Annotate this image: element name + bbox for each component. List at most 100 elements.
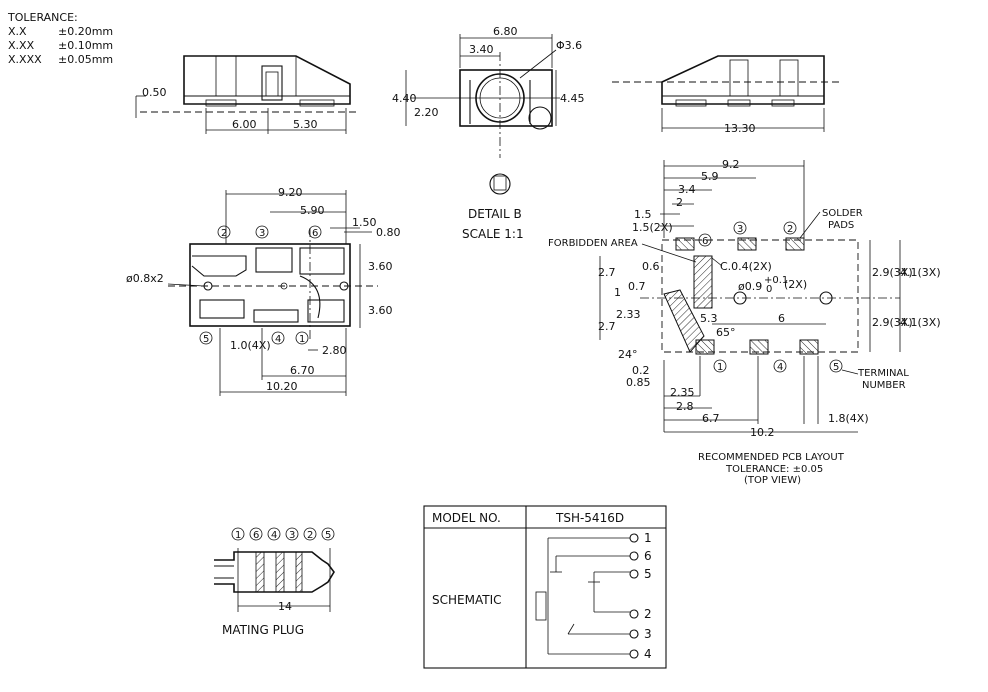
pcb-terminal-3: 3	[737, 224, 743, 235]
pcb-dim-102: 10.2	[750, 426, 775, 439]
side-dim-050: 0.50	[142, 86, 167, 99]
top-terminal-6: 6	[312, 228, 318, 239]
plug-contact-4: 4	[271, 530, 277, 541]
side-dim-530: 5.30	[293, 118, 318, 131]
mating-plug: 14 1 6 4 3 2 5 MATING PLUG	[214, 527, 335, 637]
right-dim-1330: 13.30	[724, 122, 756, 135]
schematic-pin-5: 5	[644, 567, 652, 581]
pcb-hole: ø0.9	[738, 280, 762, 293]
top-dim-670: 6.70	[290, 364, 315, 377]
top-dim-150: 1.50	[352, 216, 377, 229]
front-dim-phi36: Φ3.6	[556, 39, 582, 52]
pcb-dim-02: 0.2	[632, 364, 650, 377]
pcb-dim-15: 1.5	[634, 208, 652, 221]
top-dim-080: 0.80	[376, 226, 401, 239]
plug-contact-6: 6	[253, 530, 259, 541]
pcb-dim-67: 6.7	[702, 412, 720, 425]
top-dim-104x: 1.0(4X)	[230, 339, 271, 352]
pcb-c04: C.0.4(2X)	[720, 260, 772, 273]
top-terminal-4: 4	[275, 334, 281, 345]
pcb-caption-1: RECOMMENDED PCB LAYOUT	[698, 452, 845, 463]
pcb-dim-34: 3.4	[678, 183, 696, 196]
pcb-dim-235: 2.35	[670, 386, 695, 399]
tolerance-val-3: ±0.05mm	[58, 53, 113, 66]
plug-dim-14: 14	[278, 600, 292, 613]
detail-b-title: DETAIL B	[468, 207, 522, 221]
pcb-dim-2: 2	[676, 196, 683, 209]
top-dim-1020: 10.20	[266, 380, 298, 393]
pcb-caption-2: TOLERANCE: ±0.05	[725, 464, 823, 475]
plug-title: MATING PLUG	[222, 623, 304, 637]
pcb-caption-3: (TOP VIEW)	[744, 475, 801, 486]
pcb-terminal-1: 1	[717, 362, 723, 373]
pcb-dim-41a: 4.1(3X)	[900, 266, 941, 279]
top-terminal-1: 1	[299, 334, 305, 345]
tolerance-fmt-2: X.XX	[8, 39, 35, 52]
schematic-pin-4: 4	[644, 647, 652, 661]
pcb-terminal-label: TERMINAL	[857, 368, 909, 379]
pcb-dim-24: 24°	[618, 348, 638, 361]
pcb-dim-152x: 1.5(2X)	[632, 221, 673, 234]
pcb-dim-06: 0.6	[642, 260, 660, 273]
top-dim-360a: 3.60	[368, 260, 393, 273]
side-dim-600: 6.00	[232, 118, 257, 131]
plug-contact-5: 5	[325, 530, 331, 541]
schematic-pin-2: 2	[644, 607, 652, 621]
pcb-terminal-6: 6	[702, 236, 708, 247]
pcb-number-label: NUMBER	[862, 380, 906, 391]
pcb-dim-184x: 1.8(4X)	[828, 412, 869, 425]
top-view: 9.20 5.90 1.50 0.80 3.60 3.60 ø0.8x2 1.0…	[126, 186, 401, 396]
front-dim-680: 6.80	[493, 25, 518, 38]
front-dim-220: 2.20	[414, 106, 439, 119]
pcb-forbidden-label: FORBIDDEN AREA	[548, 238, 638, 249]
front-dim-445: 4.45	[560, 92, 585, 105]
pcb-pads-label: PADS	[828, 220, 854, 231]
top-terminal-2: 2	[221, 228, 227, 239]
pcb-dim-1: 1	[614, 286, 621, 299]
top-dim-280: 2.80	[322, 344, 347, 357]
pcb-layout: 9.2 5.9 3.4 2 1.5 1.5(2X) SOLDER PADS FO…	[548, 158, 941, 486]
model-header-label: MODEL NO.	[432, 511, 501, 525]
model-header-value: TSH-5416D	[555, 511, 624, 525]
pcb-dim-92: 9.2	[722, 158, 740, 171]
top-terminal-5: 5	[203, 334, 209, 345]
pcb-dim-27b: 2.7	[598, 320, 616, 333]
top-dim-hole: ø0.8x2	[126, 272, 164, 285]
pcb-terminal-4: 4	[777, 362, 783, 373]
top-dim-360b: 3.60	[368, 304, 393, 317]
pcb-dim-29b: 2.9(3X)	[872, 316, 913, 329]
tolerance-val-1: ±0.20mm	[58, 25, 113, 38]
pcb-dim-085: 0.85	[626, 376, 651, 389]
schematic-pin-6: 6	[644, 549, 652, 563]
plug-contact-2: 2	[307, 530, 313, 541]
schematic-pin-3: 3	[644, 627, 652, 641]
tolerance-fmt-1: X.X	[8, 25, 27, 38]
detail-b-scale: SCALE 1:1	[462, 227, 524, 241]
pcb-solder-label: SOLDER	[822, 208, 863, 219]
schematic-label: SCHEMATIC	[432, 593, 501, 607]
tolerance-block: TOLERANCE: X.X ±0.20mm X.XX ±0.10mm X.XX…	[7, 11, 113, 66]
top-dim-590: 5.90	[300, 204, 325, 217]
pcb-dim-65: 65°	[716, 326, 736, 339]
right-view: 13.30	[612, 55, 842, 135]
pcb-dim-28: 2.8	[676, 400, 694, 413]
pcb-dim-53: 5.3	[700, 312, 718, 325]
pcb-dim-29a: 2.9(3X)	[872, 266, 913, 279]
pcb-dim-233: 2.33	[616, 308, 641, 321]
pcb-dim-41b: 4.1(3X)	[900, 316, 941, 329]
detail-b: DETAIL B SCALE 1:1	[462, 173, 524, 241]
pcb-terminal-5: 5	[833, 362, 839, 373]
tolerance-val-2: ±0.10mm	[58, 39, 113, 52]
pcb-hole-tol-hi: +0.1	[764, 275, 788, 286]
pcb-dim-6: 6	[778, 312, 785, 325]
pcb-hole-tol-lo: 0	[766, 284, 772, 295]
model-table: MODEL NO. TSH-5416D SCHEMATIC 1 6 5 2 3 …	[423, 505, 667, 669]
pcb-dim-07: 0.7	[628, 280, 646, 293]
front-dim-340: 3.40	[469, 43, 494, 56]
tolerance-fmt-3: X.XXX	[8, 53, 42, 66]
pcb-dim-59: 5.9	[701, 170, 719, 183]
top-terminal-3: 3	[259, 228, 265, 239]
front-dim-440: 4.40	[392, 92, 417, 105]
top-dim-920: 9.20	[278, 186, 303, 199]
